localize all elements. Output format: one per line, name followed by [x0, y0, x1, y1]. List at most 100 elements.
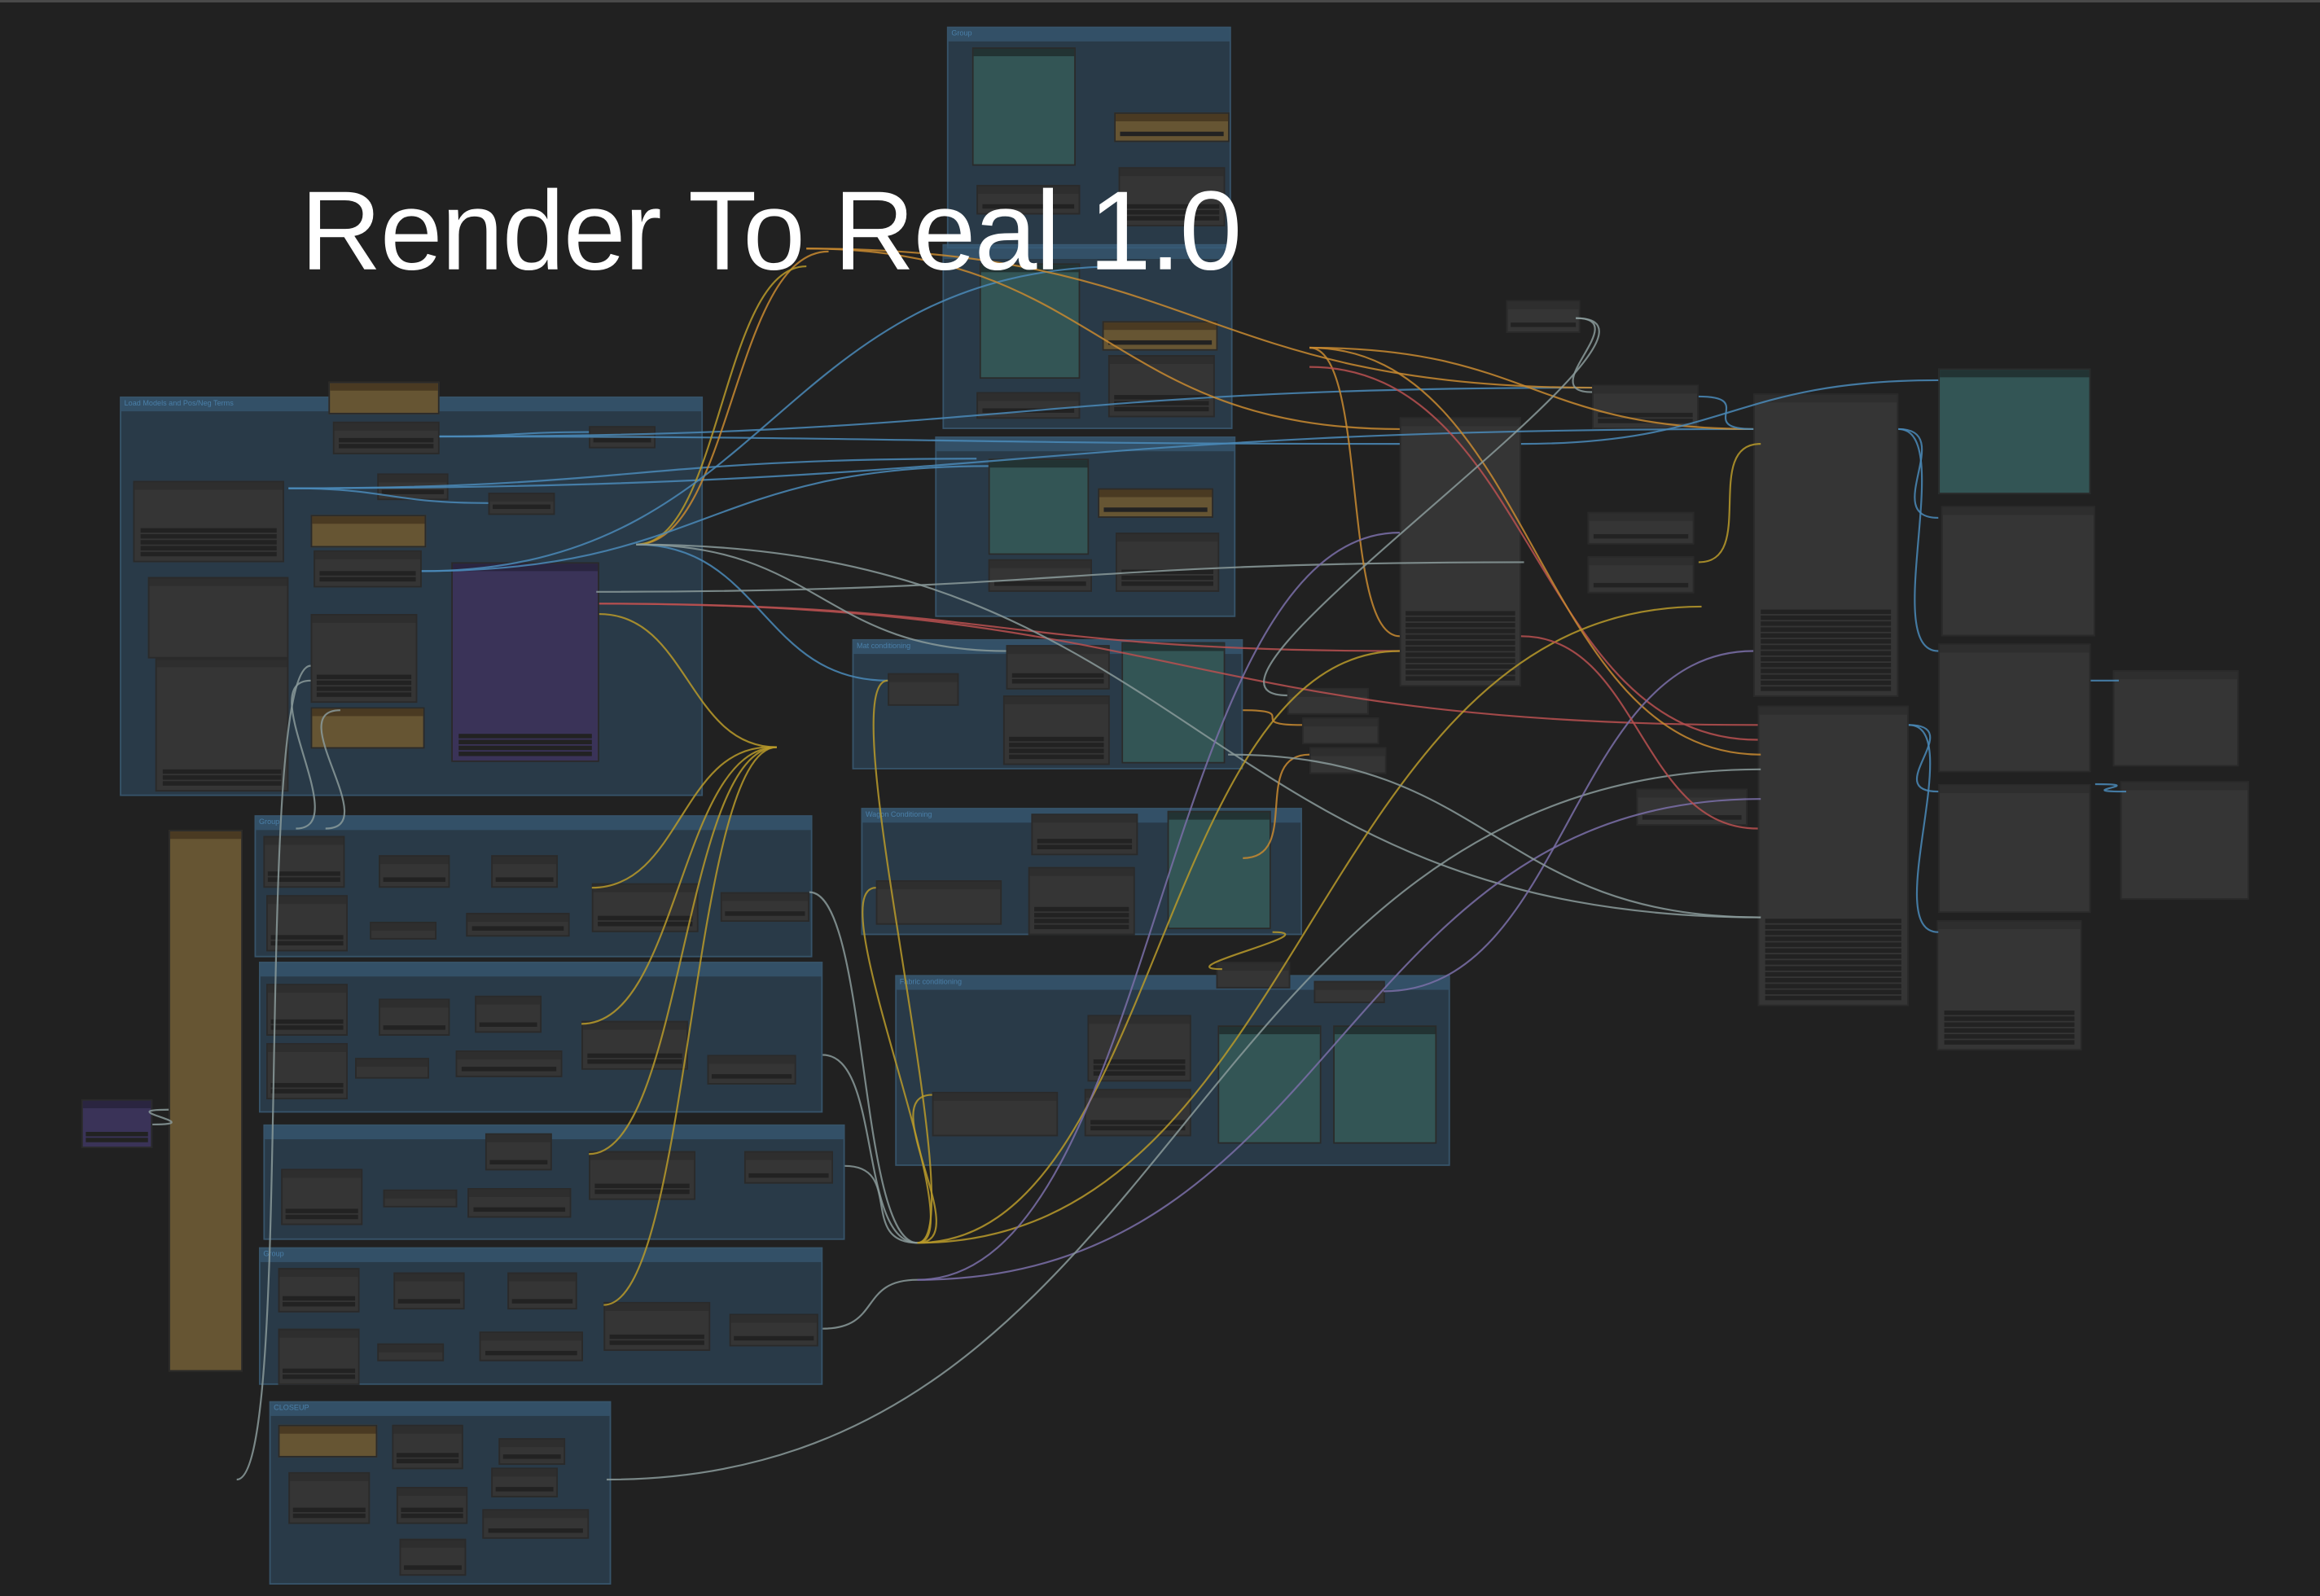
node[interactable] — [2112, 670, 2239, 767]
node[interactable] — [1002, 695, 1110, 765]
node-widget[interactable] — [1406, 616, 1515, 622]
node-widget[interactable] — [1406, 622, 1515, 628]
node[interactable] — [455, 1050, 563, 1077]
node[interactable] — [932, 1091, 1059, 1137]
node[interactable] — [379, 855, 450, 888]
node-widget[interactable] — [383, 877, 446, 882]
node-widget[interactable] — [401, 1507, 464, 1512]
node-widget[interactable] — [1765, 978, 1901, 983]
note-node[interactable] — [1114, 112, 1230, 142]
node-widget[interactable] — [472, 1207, 566, 1212]
node[interactable] — [147, 577, 289, 659]
node-widget[interactable] — [1944, 1022, 2075, 1027]
node-widget[interactable] — [270, 935, 344, 940]
node-widget[interactable] — [1760, 609, 1892, 615]
node-widget[interactable] — [292, 1513, 366, 1519]
node-widget[interactable] — [283, 1374, 355, 1379]
group-node[interactable] — [81, 1099, 153, 1148]
note-node[interactable] — [1102, 321, 1218, 351]
node-widget[interactable] — [1103, 507, 1208, 512]
node-widget[interactable] — [319, 571, 416, 576]
node-widget[interactable] — [495, 1487, 555, 1492]
node[interactable] — [1399, 417, 1521, 687]
node-widget[interactable] — [1765, 971, 1901, 977]
node-widget[interactable] — [161, 769, 283, 774]
node-widget[interactable] — [270, 940, 344, 946]
node-widget[interactable] — [316, 674, 412, 680]
node-widget[interactable] — [1008, 748, 1104, 753]
node-widget[interactable] — [1113, 401, 1209, 406]
node-widget[interactable] — [1008, 743, 1104, 748]
node-widget[interactable] — [1406, 652, 1515, 657]
node[interactable] — [1301, 717, 1379, 744]
image-preview-node[interactable] — [1333, 1025, 1437, 1144]
node-widget[interactable] — [993, 581, 1087, 586]
node-widget[interactable] — [1760, 645, 1892, 650]
node[interactable] — [288, 1471, 371, 1524]
node-widget[interactable] — [1033, 924, 1129, 930]
node[interactable] — [2120, 781, 2249, 900]
node-widget[interactable] — [458, 739, 592, 744]
node-widget[interactable] — [597, 915, 693, 921]
node-widget[interactable] — [1093, 1071, 1186, 1076]
node-widget[interactable] — [1037, 844, 1133, 849]
node-widget[interactable] — [1760, 686, 1892, 691]
node-widget[interactable] — [1120, 131, 1224, 137]
node-widget[interactable] — [285, 1214, 358, 1220]
node-widget[interactable] — [1597, 412, 1694, 418]
node-widget[interactable] — [1593, 582, 1689, 588]
node[interactable] — [399, 1538, 467, 1576]
node-widget[interactable] — [1760, 656, 1892, 662]
node[interactable] — [491, 1467, 559, 1497]
node-widget[interactable] — [1406, 676, 1515, 681]
node-widget[interactable] — [283, 1296, 355, 1301]
image-preview-node[interactable] — [988, 458, 1090, 555]
node-widget[interactable] — [396, 1458, 459, 1464]
node-widget[interactable] — [86, 1132, 149, 1137]
node-widget[interactable] — [292, 1507, 366, 1512]
node[interactable] — [263, 835, 345, 888]
node[interactable] — [729, 1313, 818, 1347]
node-widget[interactable] — [1406, 640, 1515, 646]
node-widget[interactable] — [1765, 948, 1901, 954]
node-widget[interactable] — [285, 1208, 358, 1213]
node[interactable] — [743, 1151, 833, 1184]
node-widget[interactable] — [1760, 638, 1892, 644]
node-widget[interactable] — [140, 546, 277, 550]
node[interactable] — [266, 895, 348, 952]
node-widget[interactable] — [140, 540, 277, 545]
node[interactable] — [1006, 645, 1110, 690]
node-widget[interactable] — [270, 1025, 344, 1030]
node[interactable] — [355, 1058, 429, 1079]
node[interactable] — [332, 421, 440, 454]
note-node[interactable] — [278, 1424, 378, 1458]
node-widget[interactable] — [1121, 581, 1214, 586]
node-widget[interactable] — [458, 745, 592, 751]
node-widget[interactable] — [492, 504, 551, 510]
node[interactable] — [1028, 866, 1135, 936]
node[interactable] — [1313, 980, 1385, 1003]
node-widget[interactable] — [381, 489, 445, 494]
node-widget[interactable] — [1113, 395, 1209, 400]
node-widget[interactable] — [1642, 815, 1742, 820]
node-widget[interactable] — [471, 926, 564, 931]
node[interactable] — [1587, 511, 1695, 545]
node-widget[interactable] — [1760, 615, 1892, 620]
node-widget[interactable] — [1093, 1065, 1186, 1070]
node-widget[interactable] — [316, 686, 412, 691]
node-widget[interactable] — [1510, 322, 1577, 327]
node-widget[interactable] — [594, 1189, 691, 1195]
node-widget[interactable] — [1406, 629, 1515, 634]
node-widget[interactable] — [981, 204, 1075, 209]
node-widget[interactable] — [1406, 658, 1515, 664]
note-node[interactable] — [328, 381, 440, 414]
node-widget[interactable] — [319, 577, 416, 582]
node-widget[interactable] — [748, 1173, 828, 1178]
node-widget[interactable] — [1765, 954, 1901, 959]
node-widget[interactable] — [1033, 913, 1129, 918]
node-widget[interactable] — [1011, 679, 1104, 684]
node-widget[interactable] — [1093, 1059, 1186, 1064]
node[interactable] — [479, 1331, 583, 1361]
node-widget[interactable] — [1765, 995, 1901, 1001]
node-widget[interactable] — [1760, 627, 1892, 632]
